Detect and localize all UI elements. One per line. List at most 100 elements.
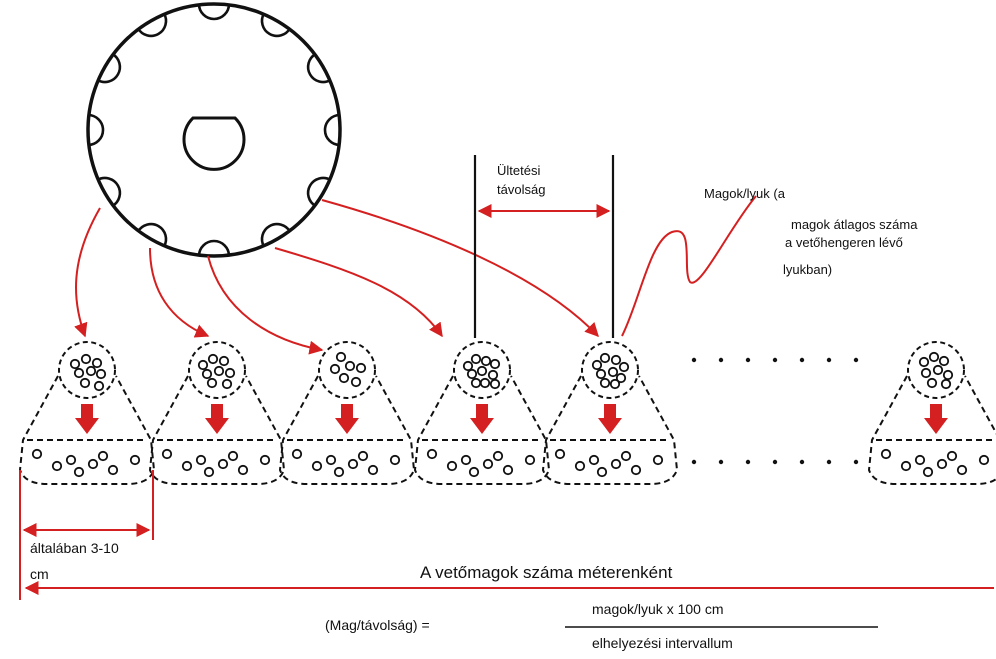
seed	[914, 454, 926, 466]
seed	[73, 466, 85, 478]
seed	[338, 372, 350, 384]
cone-outline	[413, 375, 551, 485]
seed	[201, 368, 213, 380]
cone-outline	[148, 375, 286, 485]
seed-cone	[413, 341, 551, 485]
seed	[65, 454, 77, 466]
continuation-dot	[718, 459, 724, 465]
cone-outline	[867, 375, 996, 485]
seeds-per-hole-line1: Magok/lyuk (a	[704, 186, 785, 201]
planting-spacing-measure	[473, 155, 615, 338]
seed	[350, 376, 362, 388]
seed	[224, 367, 236, 379]
drop-arrow	[470, 404, 494, 434]
seed-path-arrow	[74, 207, 101, 338]
wheel-hole	[197, 239, 231, 257]
seed	[922, 466, 934, 478]
seed-drop-arrows	[74, 199, 599, 355]
seed	[480, 355, 492, 367]
seed	[588, 454, 600, 466]
wheel-hole	[87, 113, 105, 147]
seed	[344, 360, 356, 372]
seed-path-arrow	[321, 199, 599, 338]
seeds-per-hole-leader	[621, 195, 757, 337]
seeds-per-hole-line3: a vetőhengeren lévő	[785, 235, 903, 250]
seed	[926, 377, 938, 389]
seed	[129, 454, 141, 466]
seed	[218, 355, 230, 367]
wheel-hole	[323, 113, 341, 147]
continuation-dot	[745, 459, 751, 465]
seeds-per-hole-line4: lyukban)	[783, 262, 833, 277]
seed	[940, 378, 952, 390]
wheel-hole	[96, 176, 122, 208]
seed	[291, 448, 303, 460]
seed	[355, 362, 367, 374]
seed	[615, 372, 627, 384]
drop-arrow	[335, 404, 359, 434]
seed	[79, 377, 91, 389]
seed	[470, 353, 482, 365]
seed	[87, 458, 99, 470]
seed	[596, 466, 608, 478]
seed	[620, 450, 632, 462]
typical-range-measure	[19, 470, 154, 600]
seed	[946, 450, 958, 462]
wheel-hole	[306, 176, 332, 208]
seed	[554, 448, 566, 460]
seed	[936, 458, 948, 470]
seed	[479, 377, 491, 389]
seed	[489, 378, 501, 390]
seed	[446, 460, 458, 472]
seed	[95, 368, 107, 380]
continuation-dot	[745, 357, 751, 363]
seed	[367, 464, 379, 476]
seed	[609, 378, 621, 390]
seed	[91, 357, 103, 369]
wheel-hole	[136, 12, 168, 38]
seed	[502, 464, 514, 476]
seeds-per-hole-line2: magok átlagos száma	[791, 217, 918, 232]
seed-cone	[867, 341, 996, 485]
seed	[51, 460, 63, 472]
seed	[460, 454, 472, 466]
wheel-hole	[136, 222, 168, 248]
wheel-hub	[182, 116, 246, 171]
seed-cone	[18, 341, 156, 485]
seed	[489, 358, 501, 370]
seed	[956, 464, 968, 476]
seed	[213, 365, 225, 377]
continuation-dot	[853, 459, 859, 465]
continuation-dot	[691, 459, 697, 465]
seed-cones	[18, 341, 996, 485]
seed	[69, 358, 81, 370]
continuation-dot	[826, 357, 832, 363]
seed	[325, 454, 337, 466]
continuation-dot	[718, 357, 724, 363]
wheel-holes	[87, 3, 341, 257]
seed-cone	[148, 341, 286, 485]
seed-path-arrow	[274, 247, 443, 338]
drop-arrow	[75, 404, 99, 434]
seed-path-arrow	[149, 247, 210, 338]
seed	[978, 454, 990, 466]
seed	[333, 466, 345, 478]
seed	[599, 377, 611, 389]
seed	[492, 450, 504, 462]
seed	[630, 464, 642, 476]
seed	[900, 460, 912, 472]
seed	[524, 454, 536, 466]
seed	[389, 454, 401, 466]
wheel-hole	[306, 52, 332, 84]
seed	[466, 368, 478, 380]
seed	[207, 353, 219, 365]
seed	[85, 365, 97, 377]
typical-range-line2: cm	[30, 566, 49, 582]
seed	[652, 454, 664, 466]
seed	[938, 355, 950, 367]
cone-outline	[541, 375, 679, 485]
seed-cone	[541, 341, 679, 485]
wheel-hole	[260, 222, 292, 248]
continuation-dot	[826, 459, 832, 465]
